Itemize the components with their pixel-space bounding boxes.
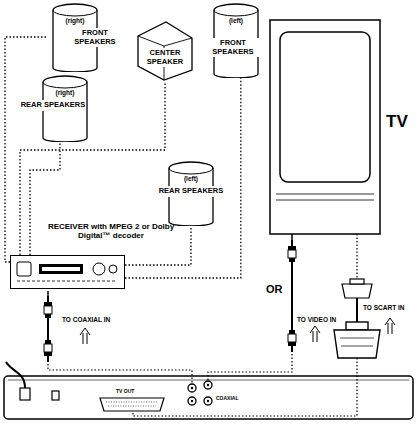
speaker-wire — [125, 78, 241, 278]
socket-name: COAXIAL — [216, 396, 239, 402]
speaker-label: FRONT SPEAKERS — [62, 28, 128, 47]
cable-note: TO COAXIAL IN — [62, 316, 110, 323]
cable-note: TO SCART IN — [363, 304, 404, 311]
speaker-side: (right) — [45, 89, 85, 96]
receiver-body — [10, 255, 125, 289]
speaker: (left) REAR SPEAKERS — [155, 160, 227, 226]
scart-socket — [100, 398, 164, 411]
receiver: RECEIVER with MPEG 2 or Dolby Digital™ d… — [8, 222, 180, 289]
coaxial-cable — [47, 318, 49, 340]
speaker-label: REAR SPEAKERS — [157, 186, 225, 197]
center-speaker: CENTER SPEAKER — [134, 20, 196, 82]
receiver-front-panel — [11, 256, 123, 287]
dvd-player — [4, 376, 413, 419]
speaker-label: REAR SPEAKERS — [20, 100, 86, 111]
speaker: (left) FRONT SPEAKERS — [200, 2, 268, 78]
scart-plug — [334, 322, 380, 358]
power-socket — [20, 388, 30, 400]
speaker-side: (left) — [216, 17, 256, 24]
output-jacks — [188, 381, 212, 405]
scart-plug — [342, 279, 372, 298]
receiver-heading: RECEIVER with MPEG 2 or Dolby Digital™ d… — [42, 222, 180, 240]
speaker-label: CENTER SPEAKER — [140, 48, 190, 67]
power-cord — [6, 362, 25, 388]
speaker: (right) FRONT SPEAKERS — [48, 2, 130, 72]
speaker-label: FRONT SPEAKERS — [200, 38, 266, 57]
video-cable — [291, 262, 293, 330]
television: TV — [268, 16, 414, 238]
socket-name: TV OUT — [116, 389, 134, 395]
power-switch — [52, 391, 59, 400]
speaker: (right) REAR SPEAKERS — [20, 74, 100, 142]
tv-label: TV — [386, 112, 408, 132]
speaker-wire — [30, 142, 60, 255]
speaker-side: (right) — [55, 17, 95, 24]
speaker-side: (left) — [171, 175, 211, 182]
option-or: OR — [266, 283, 283, 296]
cable-note: TO VIDEO IN — [297, 316, 336, 323]
